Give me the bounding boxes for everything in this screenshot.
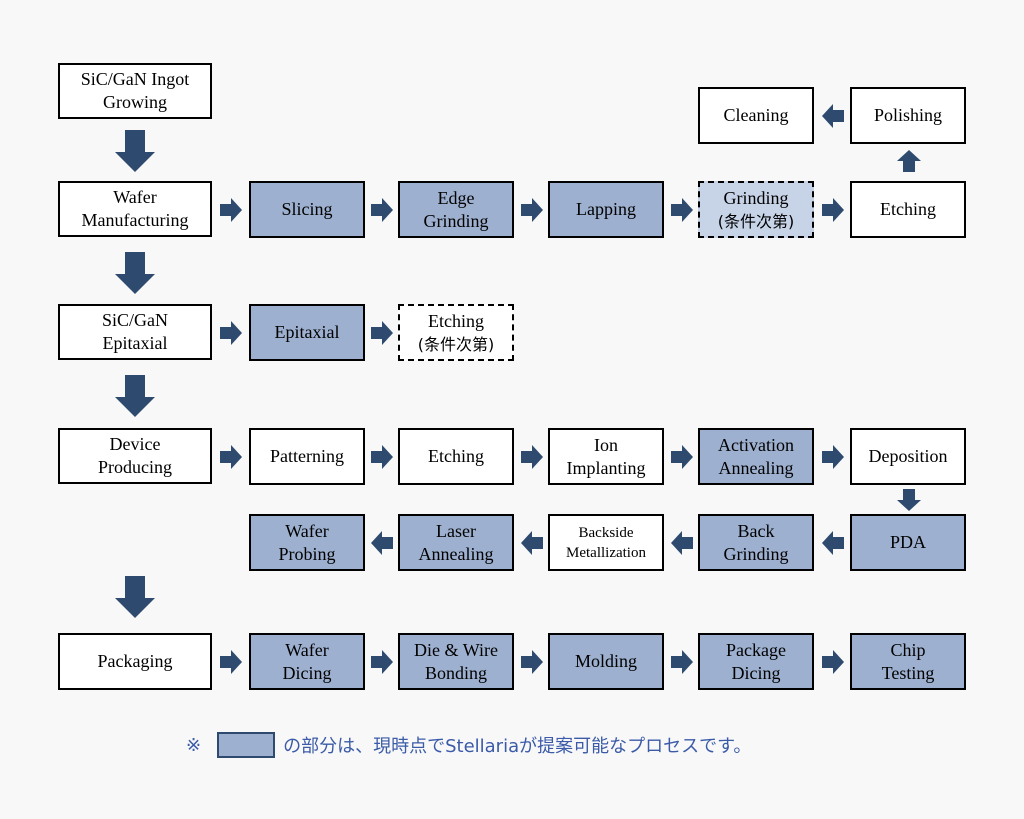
- arrow-right-icon: [521, 650, 543, 674]
- step-epitaxial-source: SiC/GaN Epitaxial: [58, 304, 212, 360]
- step-chip-testing: Chip Testing: [850, 633, 966, 690]
- step-grinding-label: Grinding: [723, 187, 789, 208]
- step-etching-device-label: Etching: [428, 446, 484, 466]
- arrow-down-icon: [115, 130, 155, 172]
- step-grinding: Grinding (条件次第): [698, 181, 814, 238]
- step-ingot-growing-label: SiC/GaN Ingot Growing: [80, 69, 190, 112]
- arrow-right-icon: [220, 445, 242, 469]
- step-epitaxial-label: Epitaxial: [274, 322, 340, 342]
- step-laser-annealing: Laser Annealing: [398, 514, 514, 571]
- arrow-right-icon: [521, 445, 543, 469]
- step-edge-grinding-label: Edge Grinding: [423, 187, 489, 231]
- step-package-dicing-label: Package Dicing: [726, 639, 786, 683]
- step-activation-annealing: Activation Annealing: [698, 428, 814, 485]
- step-pda-label: PDA: [889, 532, 926, 552]
- step-back-grinding: Back Grinding: [698, 514, 814, 571]
- step-die-wire-bonding-label: Die & Wire Bonding: [414, 639, 498, 683]
- arrow-up-icon: [897, 150, 921, 172]
- arrow-right-icon: [220, 198, 242, 222]
- step-ion-implanting-label: Ion Implanting: [566, 434, 646, 478]
- step-patterning-label: Patterning: [270, 446, 344, 466]
- step-wafer-manufacturing: Wafer Manufacturing: [58, 181, 212, 237]
- step-etching-epitaxial-label: Etching: [428, 310, 484, 331]
- step-ingot-growing: SiC/GaN Ingot Growing: [58, 63, 212, 119]
- arrow-down-icon: [897, 489, 921, 511]
- step-back-grinding-label: Back Grinding: [723, 520, 789, 564]
- step-die-wire-bonding: Die & Wire Bonding: [398, 633, 514, 690]
- arrow-right-icon: [371, 198, 393, 222]
- arrow-right-icon: [671, 650, 693, 674]
- arrow-right-icon: [822, 198, 844, 222]
- step-wafer-dicing: Wafer Dicing: [249, 633, 365, 690]
- reference-mark: ※: [186, 734, 202, 756]
- step-epitaxial-source-label: SiC/GaN Epitaxial: [101, 310, 168, 353]
- arrow-down-icon: [115, 576, 155, 618]
- arrow-right-icon: [822, 445, 844, 469]
- step-molding-label: Molding: [574, 651, 637, 671]
- step-wafer-manufacturing-label: Wafer Manufacturing: [81, 187, 189, 230]
- step-deposition-label: Deposition: [868, 446, 948, 466]
- step-backside-metallization-label: Backside Metallization: [566, 524, 646, 561]
- legend-swatch: [217, 732, 276, 758]
- arrow-down-icon: [115, 375, 155, 417]
- arrow-right-icon: [371, 445, 393, 469]
- step-activation-annealing-label: Activation Annealing: [718, 434, 794, 478]
- step-etching-device: Etching: [398, 428, 514, 485]
- step-packaging-label: Packaging: [97, 651, 173, 671]
- step-wafer-dicing-label: Wafer Dicing: [282, 639, 332, 683]
- arrow-left-icon: [521, 531, 543, 555]
- step-etching-epitaxial-condition: (条件次第): [417, 334, 495, 354]
- arrow-left-icon: [822, 104, 844, 128]
- step-patterning: Patterning: [249, 428, 365, 485]
- step-ion-implanting: Ion Implanting: [548, 428, 664, 485]
- step-device-producing: Device Producing: [58, 428, 212, 484]
- arrow-left-icon: [671, 531, 693, 555]
- step-chip-testing-label: Chip Testing: [881, 639, 935, 683]
- step-backside-metallization: Backside Metallization: [548, 514, 664, 571]
- step-lapping: Lapping: [548, 181, 664, 238]
- step-wafer-probing: Wafer Probing: [249, 514, 365, 571]
- step-edge-grinding: Edge Grinding: [398, 181, 514, 238]
- arrow-right-icon: [220, 321, 242, 345]
- step-grinding-condition: (条件次第): [717, 211, 795, 231]
- step-laser-annealing-label: Laser Annealing: [418, 520, 494, 564]
- step-etching-wafer: Etching: [850, 181, 966, 238]
- step-slicing-label: Slicing: [281, 199, 333, 219]
- step-package-dicing: Package Dicing: [698, 633, 814, 690]
- step-cleaning: Cleaning: [698, 87, 814, 144]
- arrow-right-icon: [371, 321, 393, 345]
- step-device-producing-label: Device Producing: [98, 434, 172, 477]
- arrow-down-icon: [115, 252, 155, 294]
- step-pda: PDA: [850, 514, 966, 571]
- arrow-right-icon: [822, 650, 844, 674]
- step-polishing: Polishing: [850, 87, 966, 144]
- step-molding: Molding: [548, 633, 664, 690]
- step-packaging: Packaging: [58, 633, 212, 690]
- arrow-left-icon: [822, 531, 844, 555]
- arrow-right-icon: [671, 445, 693, 469]
- legend-footnote: ※ の部分は、現時点でStellariaが提案可能なプロセスです。: [186, 730, 751, 760]
- arrow-right-icon: [521, 198, 543, 222]
- arrow-right-icon: [220, 650, 242, 674]
- step-epitaxial: Epitaxial: [249, 304, 365, 361]
- arrow-right-icon: [371, 650, 393, 674]
- legend-text: の部分は、現時点でStellariaが提案可能なプロセスです。: [283, 736, 752, 757]
- step-etching-epitaxial: Etching (条件次第): [398, 304, 514, 361]
- arrow-right-icon: [671, 198, 693, 222]
- arrow-left-icon: [371, 531, 393, 555]
- step-lapping-label: Lapping: [576, 199, 636, 219]
- step-etching-wafer-label: Etching: [880, 199, 936, 219]
- step-wafer-probing-label: Wafer Probing: [278, 520, 336, 564]
- step-deposition: Deposition: [850, 428, 966, 485]
- step-slicing: Slicing: [249, 181, 365, 238]
- step-cleaning-label: Cleaning: [723, 105, 789, 125]
- step-polishing-label: Polishing: [873, 105, 943, 125]
